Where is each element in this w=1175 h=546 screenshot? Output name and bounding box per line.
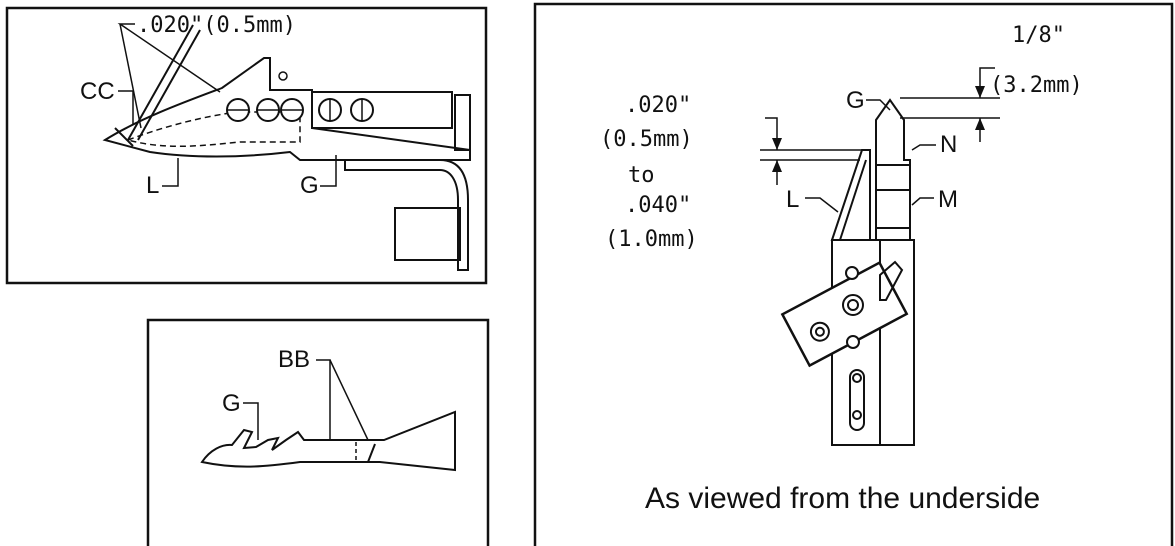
dim-top-line2: (3.2mm): [990, 73, 1083, 98]
looper-right-edge: [839, 159, 867, 241]
clamp-screw-main: [842, 294, 864, 316]
dimension-leader-2: [119, 23, 142, 129]
looper-tip-edge: [114, 127, 134, 147]
clamp-block: [780, 261, 909, 368]
label-l-right: L: [786, 186, 799, 213]
column-slot-hole2: [852, 410, 862, 420]
needle-line-2: [137, 29, 201, 141]
looper-hidden-edge: [127, 111, 301, 148]
dim-left-line4: .040": [625, 193, 691, 218]
leader-l-right: [805, 197, 839, 213]
label-l: L: [146, 172, 159, 199]
holder-bar: [311, 91, 453, 129]
post: [454, 94, 471, 151]
column-slot: [849, 369, 865, 431]
label-n: N: [940, 131, 957, 158]
right-frame: [533, 2, 1174, 546]
screw-group: [226, 71, 374, 122]
dim-left-line2: (0.5mm): [600, 127, 693, 152]
label-g-right: G: [846, 87, 865, 114]
bracket-block: [394, 207, 461, 261]
bottom-left-panel: BB G: [146, 318, 490, 546]
caption: As viewed from the underside: [645, 482, 1040, 515]
dim-top-arrowhead1: [975, 86, 985, 98]
leader-g-right: [866, 99, 891, 111]
leader-bb-2: [329, 359, 369, 441]
dim-top-arrowhead2: [975, 118, 985, 130]
leader-bb-1: [316, 359, 331, 440]
label-g: G: [300, 172, 319, 199]
clamp-screw-inner: [847, 299, 859, 311]
clamp-screw-top: [845, 266, 859, 280]
leader-n: [911, 144, 936, 151]
bottom-left-frame: [146, 318, 490, 546]
dim-top-line1: 1/8": [1012, 23, 1065, 48]
dim-left-line1: .020": [625, 93, 691, 118]
dim-left-line3: to: [628, 163, 655, 188]
label-m: M: [938, 186, 958, 213]
leader-m: [911, 197, 934, 206]
dim-left-arrowhead1: [772, 138, 782, 150]
leader-l: [162, 158, 179, 187]
dim-left-arrowhead2: [772, 160, 782, 172]
right-panel: 1/8" (3.2mm) .020" (0.5mm) to .040" (1.0…: [533, 2, 1174, 546]
looper-bottom-outline: [200, 410, 456, 472]
bb-mark-edge: [367, 443, 376, 463]
leader-g: [320, 155, 337, 187]
dimension-label-020: .020"(0.5mm): [137, 13, 296, 38]
top-left-frame: [5, 6, 488, 285]
clamp-tab: [879, 260, 904, 301]
label-bb: BB: [278, 346, 310, 373]
label-cc: CC: [80, 78, 115, 105]
column-slot-hole1: [852, 373, 862, 383]
needle-bar: [875, 98, 911, 241]
top-left-panel: .020"(0.5mm) CC L G: [5, 6, 488, 285]
leader-cc: [118, 90, 134, 125]
bracket: [344, 159, 469, 271]
dim-left-line5: (1.0mm): [605, 227, 698, 252]
clamp-screw-bottom: [846, 335, 860, 349]
leader-g-bottom: [243, 402, 259, 440]
label-g-bottom: G: [222, 390, 241, 417]
